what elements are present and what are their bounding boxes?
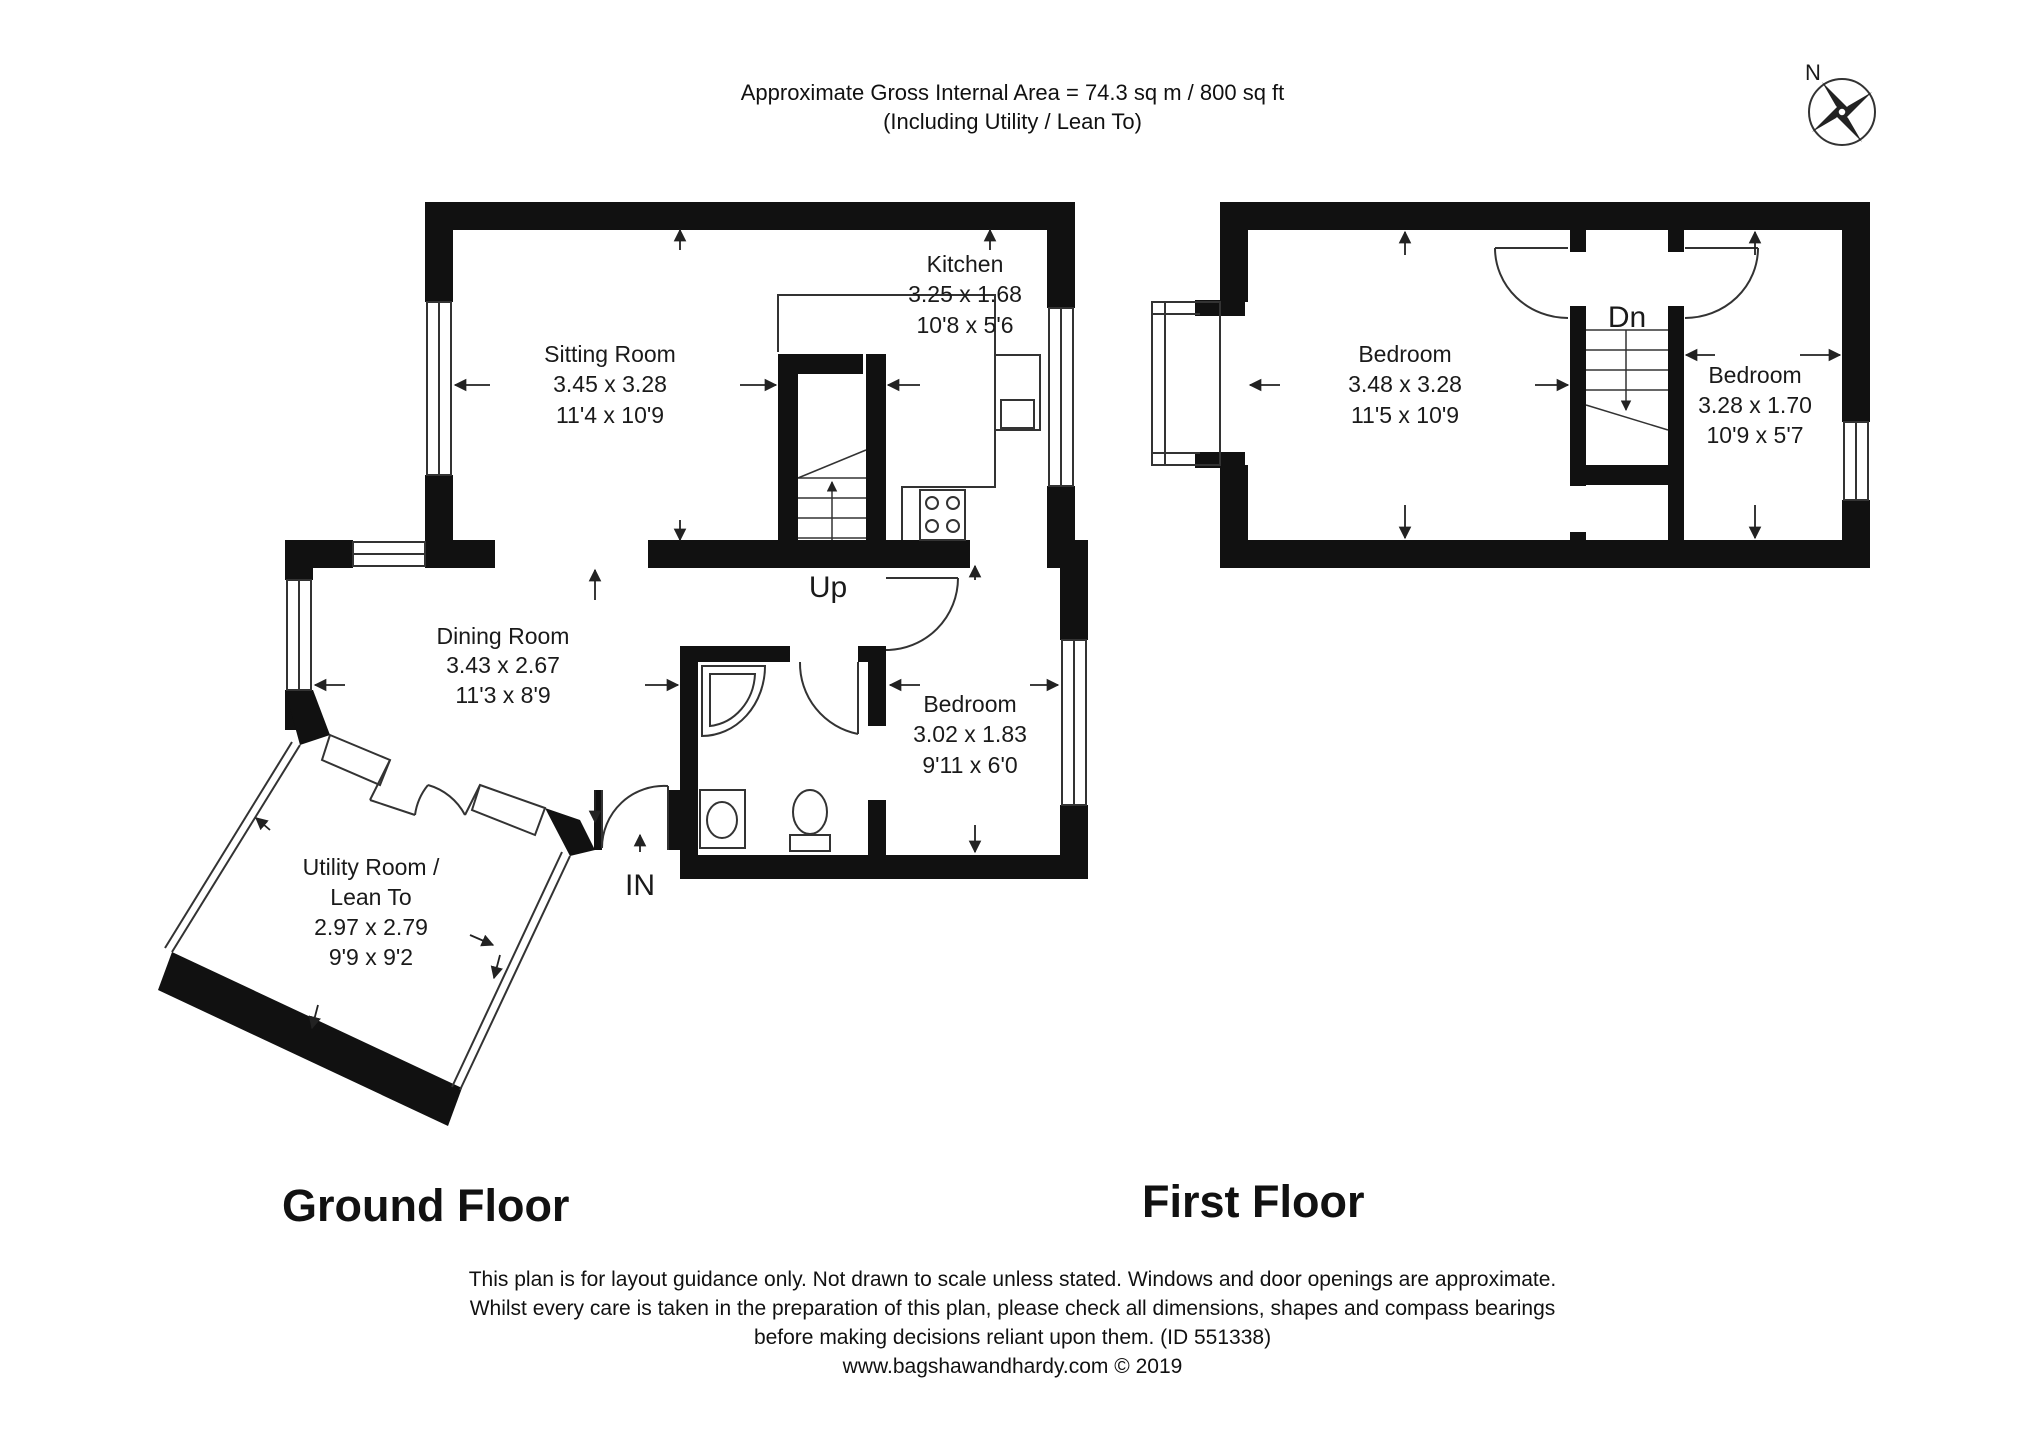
disclaimer-line-3: before making decisions reliant upon the…	[753, 1326, 1272, 1349]
compass-rose-icon: N	[1805, 60, 1876, 146]
website-link[interactable]: www.bagshawandhardy.com	[842, 1355, 1109, 1378]
kitchen-metric: 3.25 x 1.68	[908, 281, 1022, 307]
area-note: (Including Utility / Lean To)	[883, 109, 1142, 134]
bedroom-first-name: Bedroom	[1358, 341, 1451, 367]
copyright-text: © 2019	[1114, 1355, 1183, 1378]
sitting-room-imperial: 11'4 x 10'9	[556, 402, 664, 428]
sitting-room-name: Sitting Room	[544, 341, 676, 367]
compass-north-label: N	[1805, 60, 1821, 85]
bedroom-ground-name: Bedroom	[923, 691, 1016, 717]
stairs-down-label: Dn	[1608, 301, 1646, 334]
stairs-up-label: Up	[809, 571, 847, 604]
entrance-label: IN	[625, 869, 655, 902]
disclaimer-line-2: Whilst every care is taken in the prepar…	[469, 1297, 1556, 1320]
kitchen-name: Kitchen	[927, 251, 1004, 277]
kitchen-imperial: 10'8 x 5'6	[916, 312, 1013, 338]
bedroom-second-imperial: 10'9 x 5'7	[1706, 422, 1803, 448]
first-floor-plan: Bedroom 3.48 x 3.28 11'5 x 10'9 Bedroom …	[1151, 202, 1870, 568]
first-floor-title: First Floor	[1142, 1176, 1365, 1227]
bedroom-first-metric: 3.48 x 3.28	[1348, 371, 1462, 397]
utility-room-name-line2: Lean To	[330, 884, 411, 910]
utility-room-metric: 2.97 x 2.79	[314, 914, 428, 940]
ground-floor-title: Ground Floor	[282, 1180, 570, 1231]
bedroom-ground-imperial: 9'11 x 6'0	[922, 752, 1017, 778]
dining-room-name: Dining Room	[437, 623, 570, 649]
disclaimer: This plan is for layout guidance only. N…	[0, 1265, 2025, 1381]
bedroom-second-name: Bedroom	[1708, 362, 1801, 388]
dining-room-metric: 3.43 x 2.67	[446, 652, 560, 678]
bedroom-second-metric: 3.28 x 1.70	[1698, 392, 1812, 418]
disclaimer-line-1: This plan is for layout guidance only. N…	[468, 1268, 1557, 1291]
dining-room-imperial: 11'3 x 8'9	[455, 682, 550, 708]
ground-floor-plan: Kitchen 3.25 x 1.68 10'8 x 5'6 Sitting R…	[158, 202, 1088, 1126]
utility-room-name-line1: Utility Room /	[303, 854, 440, 880]
utility-room-imperial: 9'9 x 9'2	[329, 944, 413, 970]
bedroom-first-imperial: 11'5 x 10'9	[1351, 402, 1459, 428]
gross-internal-area: Approximate Gross Internal Area = 74.3 s…	[740, 80, 1285, 105]
footer-credit: www.bagshawandhardy.com © 2019	[0, 1352, 2025, 1381]
sitting-room-metric: 3.45 x 3.28	[553, 371, 667, 397]
area-summary: Approximate Gross Internal Area = 74.3 s…	[0, 78, 2025, 136]
bedroom-ground-metric: 3.02 x 1.83	[913, 721, 1027, 747]
